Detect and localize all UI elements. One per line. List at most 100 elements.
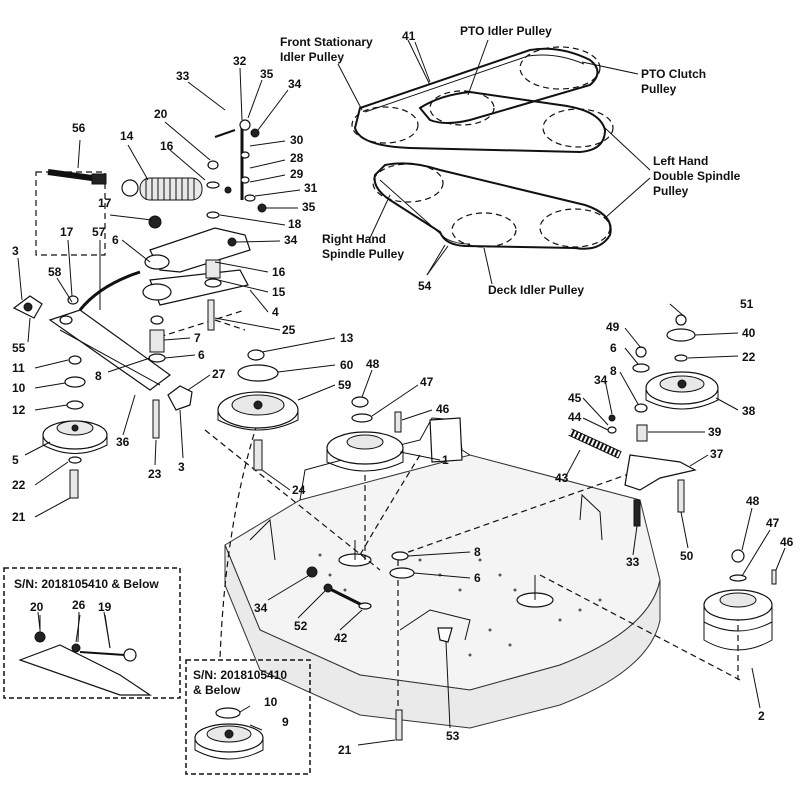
right-hand-label-1: Right Hand [322, 232, 386, 246]
part-number: 20 [154, 107, 168, 121]
part-number: 28 [290, 151, 304, 165]
deck-idler-pulley [451, 212, 517, 248]
part-number: 26 [72, 598, 86, 612]
part-number: 43 [555, 471, 569, 485]
part-number: 46 [780, 535, 794, 549]
right-hand-spindle-pulley [372, 163, 444, 203]
part-number: 13 [340, 331, 354, 345]
spring-43 [568, 428, 622, 459]
part-number: 23 [148, 467, 162, 481]
part-number: 6 [610, 341, 617, 355]
part-number: 21 [12, 510, 26, 524]
part-number: 34 [254, 601, 268, 615]
pto-clutch-label-1: PTO Clutch [641, 67, 706, 81]
part-number: 10 [264, 695, 278, 709]
part-number: 6 [198, 348, 205, 362]
part-number: 8 [474, 545, 481, 559]
part-number: 59 [338, 378, 352, 392]
idler-pulley-59 [217, 349, 299, 471]
part-number: 21 [338, 743, 352, 757]
spring-14 [121, 177, 203, 201]
part-number: 42 [334, 631, 348, 645]
left-hand-label-2: Double Spindle [653, 169, 741, 183]
part-number: 54 [418, 279, 432, 293]
deck-idler-label: Deck Idler Pulley [488, 283, 584, 297]
left-hand-label-1: Left Hand [653, 154, 708, 168]
part-number: 40 [742, 326, 756, 340]
part-number: 6 [112, 233, 119, 247]
part-number: 58 [48, 265, 62, 279]
deck-belt [373, 162, 612, 250]
part-number: 17 [60, 225, 74, 239]
part-number: 33 [626, 555, 640, 569]
part-number: 30 [290, 133, 304, 147]
part-number: 29 [290, 167, 304, 181]
pto-clutch-label-2: Pulley [641, 82, 677, 96]
part-number: 5 [12, 453, 19, 467]
part-number: 11 [12, 361, 25, 375]
part-number: 24 [292, 483, 306, 497]
part-number: 60 [340, 358, 354, 372]
part-number: 22 [742, 350, 756, 364]
part-number: 51 [740, 297, 754, 311]
part-number: 16 [160, 139, 174, 153]
pto-clutch-pulley [519, 46, 601, 90]
left-hand-double-spindle-pulley-upper [542, 108, 614, 148]
part-number: 22 [12, 478, 26, 492]
belt-routing-diagram [351, 46, 614, 250]
part-number: 45 [568, 391, 582, 405]
idler-arm-assembly [12, 119, 267, 499]
part-number: 35 [260, 67, 274, 81]
right-idler-assembly [568, 314, 777, 651]
pulley-2 [703, 549, 773, 651]
part-number: 27 [212, 367, 226, 381]
part-number: 17 [98, 196, 112, 210]
part-number: 8 [95, 369, 102, 383]
serial-box-middle: S/N: 2018105410 & Below [185, 659, 311, 775]
part-number: 44 [568, 410, 582, 424]
part-number: 3 [12, 244, 19, 258]
pulley-5 [42, 420, 108, 454]
part-number: 2 [758, 709, 765, 723]
part-number: 34 [288, 77, 302, 91]
part-number: 49 [606, 320, 620, 334]
part-number: 12 [12, 403, 26, 417]
left-hand-double-spindle-pulley-lower [539, 208, 611, 248]
part-number: 14 [120, 129, 134, 143]
part-number: 19 [98, 600, 112, 614]
part-number: 8 [610, 364, 617, 378]
serial-box-left-title: S/N: 2018105410 & Below [14, 577, 159, 591]
part-number: 7 [194, 331, 201, 345]
part-number: 57 [92, 225, 106, 239]
part-number: 50 [680, 549, 694, 563]
part-number: 16 [272, 265, 286, 279]
part-number: 3 [178, 460, 185, 474]
part-number-labels: 41 54 56 14 16 20 32 33 35 34 30 28 29 3… [12, 29, 794, 757]
part-number: 31 [304, 181, 318, 195]
part-number: 46 [436, 402, 450, 416]
pulley-name-labels: Front Stationary Idler Pulley PTO Idler … [280, 24, 741, 297]
front-stationary-idler-label-1: Front Stationary [280, 35, 373, 49]
part-number: 9 [282, 715, 289, 729]
part-number: 48 [746, 494, 760, 508]
part-number: 25 [282, 323, 296, 337]
assembly-dash-lines [35, 171, 741, 720]
part-number: 48 [366, 357, 380, 371]
left-hand-label-3: Pulley [653, 184, 689, 198]
part-number: 32 [233, 54, 247, 68]
part-number: 36 [116, 435, 130, 449]
part-number: 34 [284, 233, 298, 247]
part-number: 35 [302, 200, 316, 214]
cable-56 [47, 169, 107, 185]
serial-box-middle-title-1: S/N: 2018105410 [193, 668, 287, 682]
part-number: 47 [420, 375, 434, 389]
pto-pulley-1 [326, 396, 463, 472]
part-number: 56 [72, 121, 86, 135]
leader-lines [17, 41, 786, 746]
pto-idler-pulley [429, 90, 495, 126]
part-number: 53 [446, 729, 460, 743]
part-number: 6 [474, 571, 481, 585]
part-number: 20 [30, 600, 44, 614]
part-number: 55 [12, 341, 26, 355]
